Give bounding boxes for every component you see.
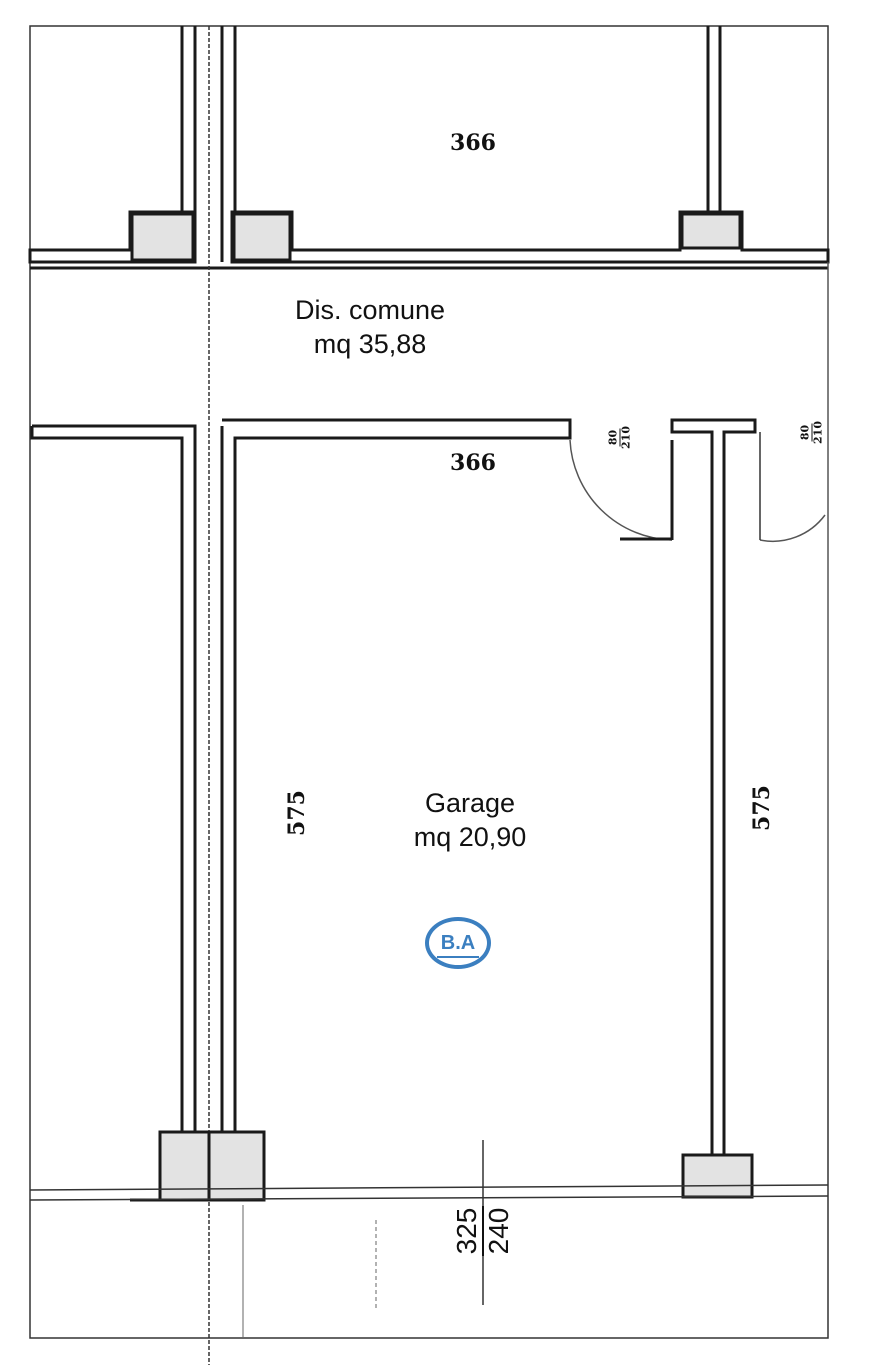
garage-label: Garage mq 20,90 xyxy=(365,786,575,854)
garage-area: mq 20,90 xyxy=(413,822,527,852)
garage-bottom-line-b xyxy=(29,1195,829,1201)
door-swing-1 xyxy=(569,439,673,541)
stamp-badge: B.A xyxy=(425,917,491,969)
bottom-pillar-right xyxy=(681,1153,754,1199)
stamp-text: B.A xyxy=(440,931,476,954)
top-pillar-mid xyxy=(232,212,292,262)
garage-bottom-line-a xyxy=(29,1184,829,1191)
garage-top-wall-right xyxy=(222,418,572,1132)
top-pillar-right xyxy=(680,212,742,250)
corridor-label: Dis. comune mq 35,88 xyxy=(255,293,485,361)
door-swing-2 xyxy=(759,514,826,543)
garage-right-length-label: 575 xyxy=(749,785,775,831)
door-2-dimension: 80 210 xyxy=(797,420,827,460)
right-door-jamb xyxy=(670,418,757,1157)
door-1-height: 210 xyxy=(619,426,633,449)
door-1-dimension: 80 210 xyxy=(605,425,635,465)
garage-top-wall-left-outer xyxy=(32,424,197,1132)
garage-name: Garage xyxy=(424,788,516,818)
garage-top-wall-left xyxy=(30,426,184,1132)
opening-dimension: 325 240 xyxy=(445,1200,521,1270)
opening-width: 325 xyxy=(451,1205,484,1257)
top-room-width-label: 366 xyxy=(450,130,496,156)
top-room-bottom-wall-right xyxy=(230,210,830,264)
garage-width-label: 366 xyxy=(450,450,496,476)
opening-height: 240 xyxy=(483,1207,514,1255)
top-pillar-left xyxy=(130,212,195,262)
door-2-height: 210 xyxy=(811,421,825,444)
garage-left-length-label: 575 xyxy=(284,790,310,836)
corridor-name: Dis. comune xyxy=(294,295,446,325)
corridor-area: mq 35,88 xyxy=(313,329,427,359)
